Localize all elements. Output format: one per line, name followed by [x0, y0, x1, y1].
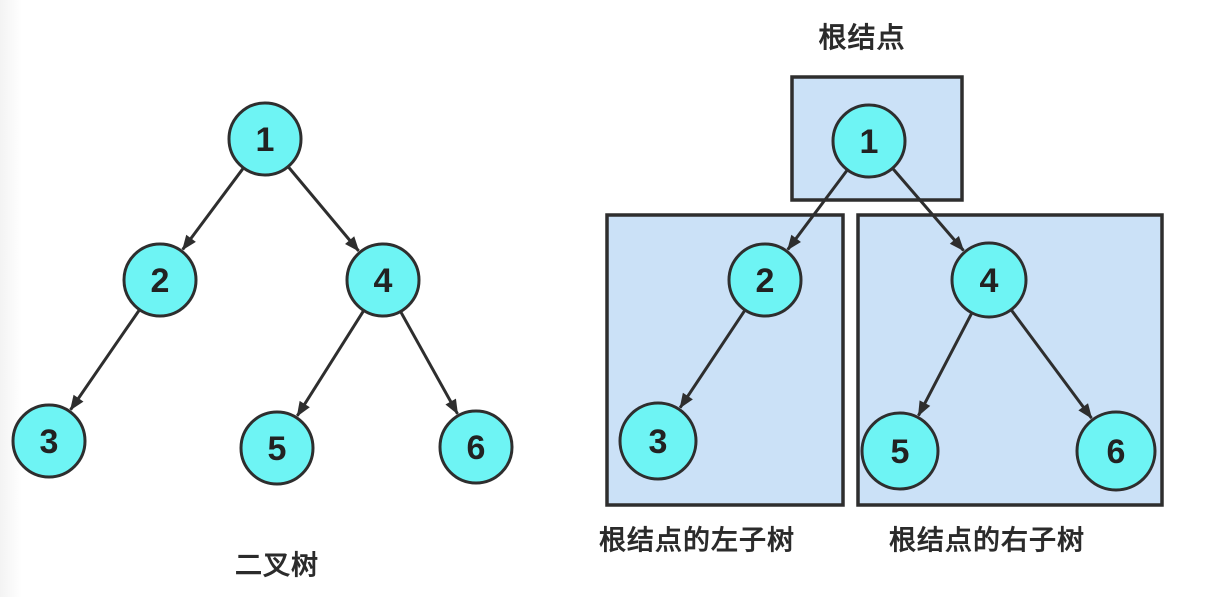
- right-tree-edge-1-2: [786, 169, 849, 251]
- left-subtree-label: 根结点的左子树: [599, 525, 795, 556]
- node-value: 3: [40, 423, 59, 461]
- right-tree-edge-1-4: [892, 168, 965, 252]
- node-circle: [122, 242, 198, 318]
- right-tree-node-4: 4: [950, 241, 1028, 319]
- node-circle: [11, 403, 87, 479]
- node-circle: [860, 411, 940, 491]
- node-value: 3: [649, 423, 668, 461]
- node-circle: [831, 103, 907, 179]
- node-value: 5: [891, 433, 910, 471]
- right-tree-node-1: 1: [831, 103, 907, 179]
- right-tree-node-6: 6: [1075, 410, 1157, 492]
- node-value: 4: [980, 262, 999, 300]
- left-tree-edge-1-4: [287, 166, 360, 252]
- right-tree-node-2: 2: [727, 242, 803, 318]
- node-value: 1: [256, 121, 275, 159]
- left-tree-node-1: 1: [227, 101, 303, 177]
- node-value: 4: [374, 262, 393, 300]
- node-circle: [227, 101, 303, 177]
- node-value: 5: [268, 430, 287, 468]
- node-circle: [239, 410, 315, 486]
- right-tree-edge-2-3: [678, 309, 746, 409]
- right-tree-node-5: 5: [860, 411, 940, 491]
- node-circle: [727, 242, 803, 318]
- node-value: 2: [756, 262, 775, 300]
- left-tree-edge-4-5: [296, 310, 365, 417]
- left-tree-edge-1-2: [181, 167, 245, 251]
- node-value: 2: [151, 262, 170, 300]
- left-tree-node-2: 2: [122, 242, 198, 318]
- left-tree-node-6: 6: [438, 409, 514, 485]
- left-tree-edge-4-6: [399, 311, 459, 415]
- left-tree-node-4: 4: [345, 242, 421, 318]
- left-tree-node-3: 3: [11, 403, 87, 479]
- node-value: 6: [467, 429, 486, 467]
- node-value: 1: [860, 123, 879, 161]
- node-circle: [438, 409, 514, 485]
- right-subtree-label: 根结点的右子树: [889, 525, 1085, 556]
- right-tree-edge-4-6: [1010, 309, 1093, 419]
- node-value: 6: [1107, 433, 1126, 471]
- node-circle: [950, 241, 1028, 319]
- root-node-label: 根结点: [818, 22, 906, 53]
- left-tree-edge-2-3: [69, 309, 141, 411]
- node-circle: [345, 242, 421, 318]
- right-tree-edge-4-5: [917, 313, 973, 417]
- left-tree-node-5: 5: [239, 410, 315, 486]
- node-circle: [1075, 410, 1157, 492]
- node-circle: [618, 401, 698, 481]
- right-tree-node-3: 3: [618, 401, 698, 481]
- left-tree-caption: 二叉树: [235, 550, 319, 581]
